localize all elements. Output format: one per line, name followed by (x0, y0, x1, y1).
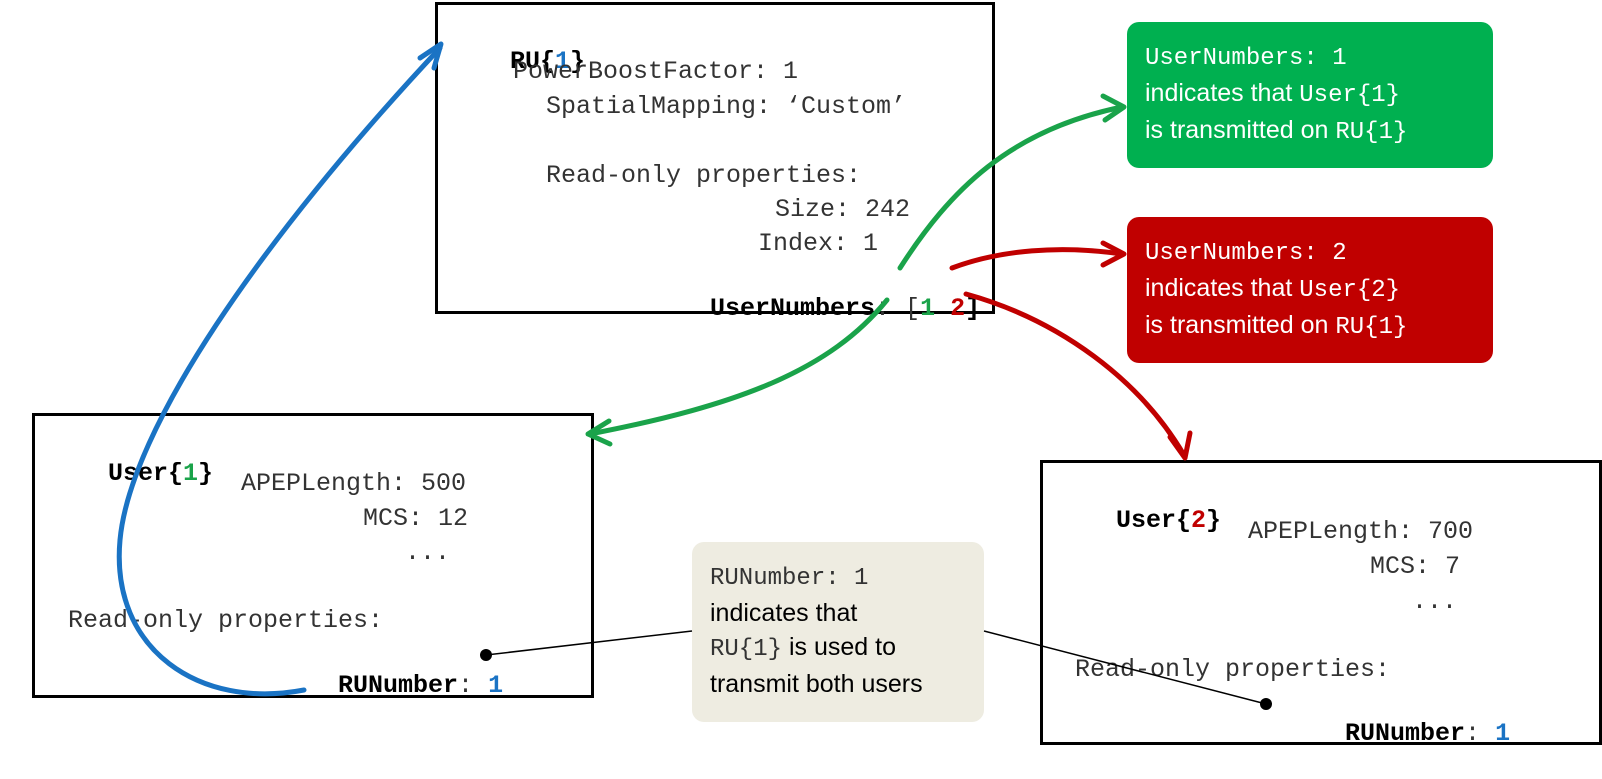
red-callout-line-2-code: User{2} (1299, 277, 1401, 304)
user1-runumber-colon: : (458, 671, 489, 700)
user2-runumber: RUNumber: 1 (1285, 689, 1510, 779)
ru-title-prefix: RU{ (510, 47, 556, 76)
user2-mcs: MCS: 7 (1370, 552, 1461, 581)
green-connector-to-user1 (587, 297, 890, 437)
beige-callout-line-3: RU{1} is used to (710, 630, 966, 667)
blue-arrowhead (417, 41, 444, 71)
red-callout-line-1: UserNumbers: 2 (1145, 240, 1347, 267)
user2-runumber-label: RUNumber (1345, 719, 1466, 748)
green-callout-line-2-code: User{1} (1299, 82, 1401, 109)
user1-title-suffix: } (198, 459, 214, 488)
user2-ellipsis: ... (1412, 587, 1458, 616)
user2-title-suffix: } (1206, 506, 1222, 535)
user2-title-prefix: User{ (1116, 506, 1192, 535)
red-callout-line-3: is transmitted on RU{1} (1145, 308, 1475, 345)
green-callout: UserNumbers: 1 indicates that User{1} is… (1127, 22, 1493, 168)
ru-title-suffix: } (570, 47, 586, 76)
green-arrowhead-callout (1100, 93, 1127, 123)
user2-title-index: 2 (1191, 506, 1207, 535)
user1-ellipsis: ... (405, 538, 451, 567)
green-callout-line-3-code: RU{1} (1335, 119, 1408, 146)
user1-readonly-header: Read-only properties: (68, 606, 384, 635)
ru-power-boost: PowerBoostFactor: 1 (513, 57, 799, 86)
ru-usernumbers-value-1: 1 (920, 294, 936, 323)
red-callout-line-3-text: is transmitted on (1145, 311, 1336, 339)
ru-usernumbers-label: UserNumbers (710, 294, 876, 323)
ru-spatial-mapping: SpatialMapping: ‘Custom’ (546, 92, 907, 121)
black-connector-user2 (983, 630, 1267, 705)
ru-box: RU{1} PowerBoostFactor: 1 SpatialMapping… (435, 2, 995, 323)
red-callout-line-2: indicates that User{2} (1145, 271, 1475, 308)
beige-callout-line-4: transmit both users (710, 670, 923, 698)
green-callout-line-2: indicates that User{1} (1145, 76, 1475, 113)
green-callout-line-3: is transmitted on RU{1} (1145, 113, 1475, 150)
green-callout-line-1: UserNumbers: 1 (1145, 45, 1347, 72)
red-arrowhead-callout (1100, 240, 1127, 268)
user1-apeplength: APEPLength: 500 (241, 469, 467, 498)
ru-index: Index: 1 (758, 229, 879, 258)
user1-box: User{1} APEPLength: 500 MCS: 12 ... Read… (32, 413, 594, 700)
beige-callout: RUNumber: 1 indicates that RU{1} is used… (692, 542, 984, 722)
beige-callout-line-1: RUNumber: 1 (710, 565, 869, 592)
user1-runumber-label: RUNumber (338, 671, 459, 700)
user1-title-index: 1 (183, 459, 199, 488)
user2-runumber-colon: : (1465, 719, 1496, 748)
ru-title-index: 1 (555, 47, 571, 76)
ru-usernumbers-close: ] (965, 294, 981, 323)
red-callout-line-3-code: RU{1} (1335, 314, 1408, 341)
user1-title-prefix: User{ (108, 459, 184, 488)
red-arrowhead-user2 (1167, 430, 1193, 461)
beige-callout-line-2: indicates that (710, 599, 858, 627)
ru-readonly-header: Read-only properties: (546, 161, 862, 190)
user1-runumber: RUNumber: 1 (278, 641, 503, 731)
user2-runumber-dot (1260, 698, 1272, 710)
green-callout-line-2-text: indicates that (1145, 79, 1300, 107)
red-callout-line-2-text: indicates that (1145, 274, 1300, 302)
user2-title: User{2} (1056, 476, 1221, 566)
red-callout: UserNumbers: 2 indicates that User{2} is… (1127, 217, 1493, 363)
user2-apeplength: APEPLength: 700 (1248, 517, 1474, 546)
beige-callout-line-3-code: RU{1} (710, 636, 783, 663)
green-connector-to-callout (897, 104, 1125, 271)
red-connector-to-callout (949, 247, 1125, 271)
user1-title: User{1} (48, 429, 213, 519)
black-connector-user1 (485, 630, 693, 656)
user1-runumber-dot (480, 649, 492, 661)
user1-runumber-value: 1 (488, 671, 504, 700)
ru-size: Size: 242 (775, 195, 911, 224)
ru-title: RU{1} (450, 17, 585, 107)
green-arrowhead-user1 (585, 418, 613, 447)
user1-mcs: MCS: 12 (363, 504, 469, 533)
user2-box: User{2} APEPLength: 700 MCS: 7 ... Read-… (1040, 460, 1602, 748)
connector-layer (116, 41, 1272, 710)
beige-callout-line-3-text: is used to (782, 633, 896, 661)
ru-usernumbers: UserNumbers: [1 2] (650, 264, 980, 354)
ru-usernumbers-value-2: 2 (950, 294, 966, 323)
green-callout-line-3-text: is transmitted on (1145, 116, 1336, 144)
red-connector-to-user2 (963, 291, 1187, 458)
user2-runumber-value: 1 (1495, 719, 1511, 748)
blue-connector-curve (116, 45, 443, 697)
